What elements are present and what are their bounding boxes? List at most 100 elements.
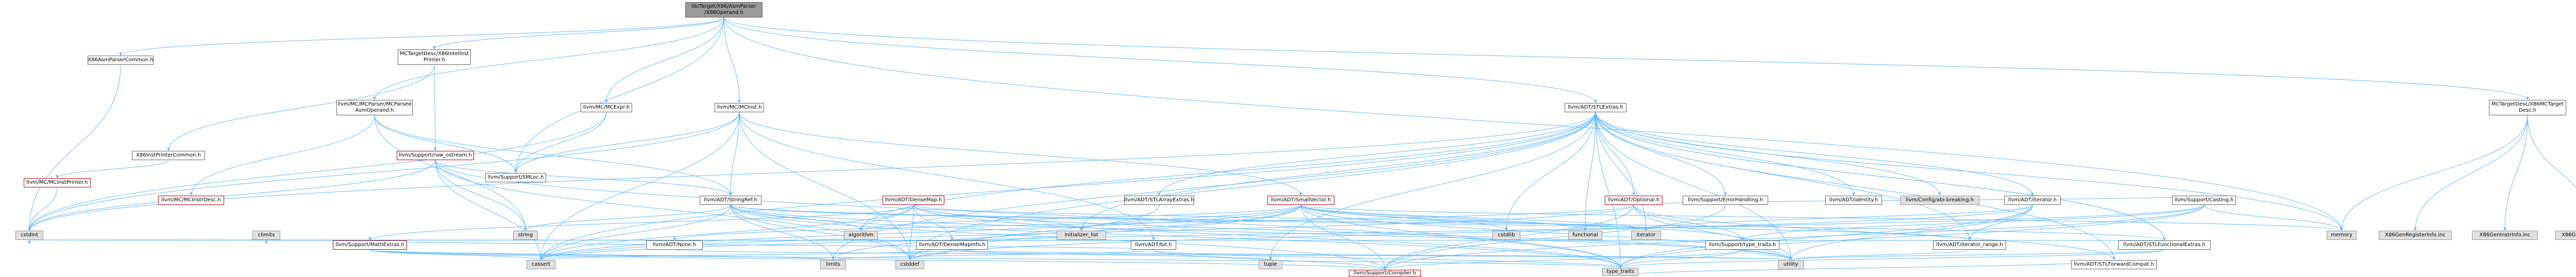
edge-stlextras-h-to-limits — [832, 112, 1596, 261]
edge-none-h-to-utility — [674, 249, 1792, 261]
edge-stlextras-h-to-cstdlib — [1505, 112, 1596, 231]
node-mathextras-h[interactable]: llvm/Support/MathExtras.h — [333, 240, 407, 250]
node-smloc-h[interactable]: llvm/Support/SMLoc.h — [485, 173, 546, 182]
edge-x86operand-h-to-x86intelinstprinter-h — [433, 17, 724, 50]
edge-densemap-h-to-algorithm — [859, 204, 914, 231]
edge-mcparsedasmoperand-h-to-string — [374, 115, 527, 231]
edge-smallvector-h-to-cassert — [539, 204, 1301, 261]
node-iterator-h[interactable]: llvm/ADT/iterator.h — [2004, 196, 2061, 205]
edge-mcparsedasmoperand-h-to-mcinstrdesc-h — [190, 115, 375, 196]
edge-mcinst-h-to-smallvector-h — [739, 112, 1302, 196]
node-x86mctargetdesc-h[interactable]: MCTargetDesc/X86MCTarget Desc.h — [2489, 100, 2566, 115]
edge-mathextras-h-to-type-traits — [369, 249, 1622, 268]
edge-stlextras-h-to-iterator-h — [1595, 112, 2034, 196]
edge-x86operand-h-to-memory — [723, 17, 2343, 231]
node-densemap-h[interactable]: llvm/ADT/DenseMap.h — [883, 196, 944, 205]
edge-x86operand-h-to-mcparsedasmoperand-h — [373, 17, 724, 100]
edge-stringref-h-to-algorithm — [730, 204, 862, 231]
edge-mcexpr-h-to-smloc-h — [514, 112, 607, 174]
node-x86instprintercommon-h[interactable]: X86InstPrinterCommon.h — [132, 151, 205, 160]
edge-stringref-h-to-string — [524, 204, 731, 231]
edge-densemapinfo-h-to-cassert — [539, 249, 953, 261]
node-initializer-list: initializer_list — [1057, 231, 1106, 240]
edge-x86intelinstprinter-h-to-x86instprintercommon-h — [167, 64, 435, 151]
node-densemapinfo-h[interactable]: llvm/ADT/DenseMapInfo.h — [917, 240, 988, 250]
node-mcinstrdesc-h[interactable]: llvm/MC/MCInstrDesc.h — [158, 196, 224, 205]
edge-stringref-h-to-cassert — [539, 204, 731, 261]
edge-mcinst-h-to-cassert — [539, 112, 740, 261]
node-mcparsedasmoperand-h[interactable]: llvm/MC/MCParser/MCParsed AsmOperand.h — [336, 100, 413, 115]
edge-x86operand-h-to-x86mctargetdesc-h — [723, 17, 2529, 100]
edge-stlextras-h-to-algorithm — [859, 112, 1596, 231]
node-casting-h[interactable]: llvm/Support/Casting.h — [2172, 196, 2236, 205]
node-type-traits-h[interactable]: llvm/Support/type_traits.h — [1705, 240, 1780, 250]
edge-optional-h-to-utility — [1633, 204, 1792, 261]
node-mcinstprinter-h[interactable]: llvm/MC/MCInstPrinter.h — [24, 178, 91, 187]
edge-x86asmparsercommon-h-to-cstdint — [28, 64, 121, 231]
edge-casting-h-to-compiler-h — [1383, 204, 2205, 270]
node-optional-h[interactable]: llvm/ADT/Optional.h — [1605, 196, 1663, 205]
edge-smallvector-h-to-type-traits — [1300, 204, 1622, 268]
edge-mathextras-h-to-cassert — [369, 249, 543, 261]
edge-mcexpr-h-to-cstdint — [28, 112, 607, 231]
edge-stlextras-h-to-stlforwardcompat-h — [1595, 112, 2115, 261]
edge-x86mctargetdesc-h-to-x86gensubtargetinfo-inc — [2527, 115, 2576, 188]
edge-mathextras-h-to-compiler-h — [369, 249, 1386, 270]
node-functional: functional — [1568, 231, 1602, 240]
node-mcexpr-h[interactable]: llvm/MC/MCExpr.h — [581, 103, 632, 112]
edge-smallvector-h-to-compiler-h — [1300, 204, 1386, 270]
node-cstdlib: cstdlib — [1493, 231, 1520, 240]
node-smallvector-h[interactable]: llvm/ADT/SmallVector.h — [1267, 196, 1334, 205]
edge-x86intelinstprinter-h-to-raw-ostream-h — [433, 64, 437, 151]
node-stlforwardcompat-h[interactable]: llvm/ADT/STLForwardCompat.h — [2071, 260, 2157, 269]
node-bit-h[interactable]: llvm/ADT/bit.h — [1131, 240, 1176, 250]
edge-x86operand-h-to-x86asmparsercommon-h — [119, 17, 724, 56]
edge-bit-h-to-compiler-h — [1153, 249, 1386, 270]
node-raw-ostream-h[interactable]: llvm/Support/raw_ostream.h — [397, 151, 474, 160]
edge-stlextras-h-to-initializer-list — [1080, 112, 1596, 231]
edge-smallvector-h-to-iterator — [1300, 204, 1648, 231]
edge-mathextras-h-to-limits — [369, 249, 835, 261]
edge-mcparsedasmoperand-h-to-stringref-h — [374, 115, 732, 196]
edge-densemap-h-to-mathextras-h — [368, 204, 914, 241]
edge-stlforwardcompat-h-to-type-traits — [1619, 259, 2114, 276]
edge-stlextras-h-to-cassert — [539, 112, 1596, 261]
node-stlextras-h[interactable]: llvm/ADT/STLExtras.h — [1565, 103, 1626, 112]
edge-mcparsedasmoperand-h-to-smloc-h — [374, 115, 517, 174]
edge-raw-ostream-h-to-cassert — [435, 160, 543, 261]
node-mcinst-h[interactable]: llvm/MC/MCInst.h — [715, 103, 764, 112]
node-x86gensubtargetinfo-inc: X86GenSubtargetInfo.inc — [2555, 231, 2576, 240]
node-stlarrayextras-h[interactable]: llvm/ADT/STLArrayExtras.h — [1124, 196, 1194, 205]
node-tuple: tuple — [1259, 260, 1282, 269]
node-iterator-range-h[interactable]: llvm/ADT/iterator_range.h — [1933, 240, 2006, 250]
node-iterator: iterator — [1631, 231, 1661, 240]
node-errorhandling-h[interactable]: llvm/Support/ErrorHandling.h — [1683, 196, 1768, 205]
node-x86genregisterinfo-inc: X86GenRegisterInfo.inc — [2379, 231, 2452, 240]
node-identity-h[interactable]: llvm/ADT/identity.h — [1825, 196, 1882, 205]
edge-smallvector-h-to-memory — [1300, 204, 2343, 231]
node-compiler-h[interactable]: llvm/Support/Compiler.h — [1349, 270, 1421, 277]
edge-stlextras-h-to-functional — [1584, 112, 1596, 231]
edge-x86operand-h-to-mcinst-h — [723, 17, 741, 103]
edge-mathextras-h-to-bit-h — [369, 240, 1155, 250]
edge-densemapinfo-h-to-utility — [952, 249, 1792, 261]
node-limits: limits — [820, 260, 846, 269]
node-x86asmparsercommon-h[interactable]: X86AsmParserCommon.h — [88, 56, 154, 65]
edge-stlfunctionalextras-h-to-stlextras-h — [1594, 112, 2165, 241]
edge-stringref-h-to-limits — [730, 204, 835, 261]
node-stringref-h[interactable]: llvm/ADT/StringRef.h — [700, 196, 761, 205]
node-none-h[interactable]: llvm/ADT/None.h — [646, 240, 703, 250]
node-x86intelinstprinter-h[interactable]: MCTargetDesc/X86IntelInst Printer.h — [398, 49, 471, 65]
node-abi-breaking-h[interactable]: llvm/Config/abi-breaking.h — [1900, 196, 1979, 205]
edge-casting-h-to-type-traits-h — [1741, 204, 2205, 241]
edge-mcinst-h-to-bit-h — [739, 112, 1155, 241]
node-stlfunctionalextras-h[interactable]: llvm/ADT/STLFunctionalExtras.h — [2118, 240, 2211, 250]
edge-stlarrayextras-h-to-cstddef — [908, 204, 1160, 261]
edge-errorhandling-h-to-compiler-h — [1383, 204, 1726, 270]
edge-stlextras-h-to-tuple — [1269, 112, 1596, 261]
node-x86operand-h: lib/Target/X86/AsmParser /X86Operand.h — [685, 2, 762, 18]
edge-densemap-h-to-type-traits — [913, 204, 1622, 268]
edge-smallvector-h-to-initializer-list — [1080, 204, 1301, 231]
edge-densemap-h-to-iterator — [913, 204, 1648, 231]
